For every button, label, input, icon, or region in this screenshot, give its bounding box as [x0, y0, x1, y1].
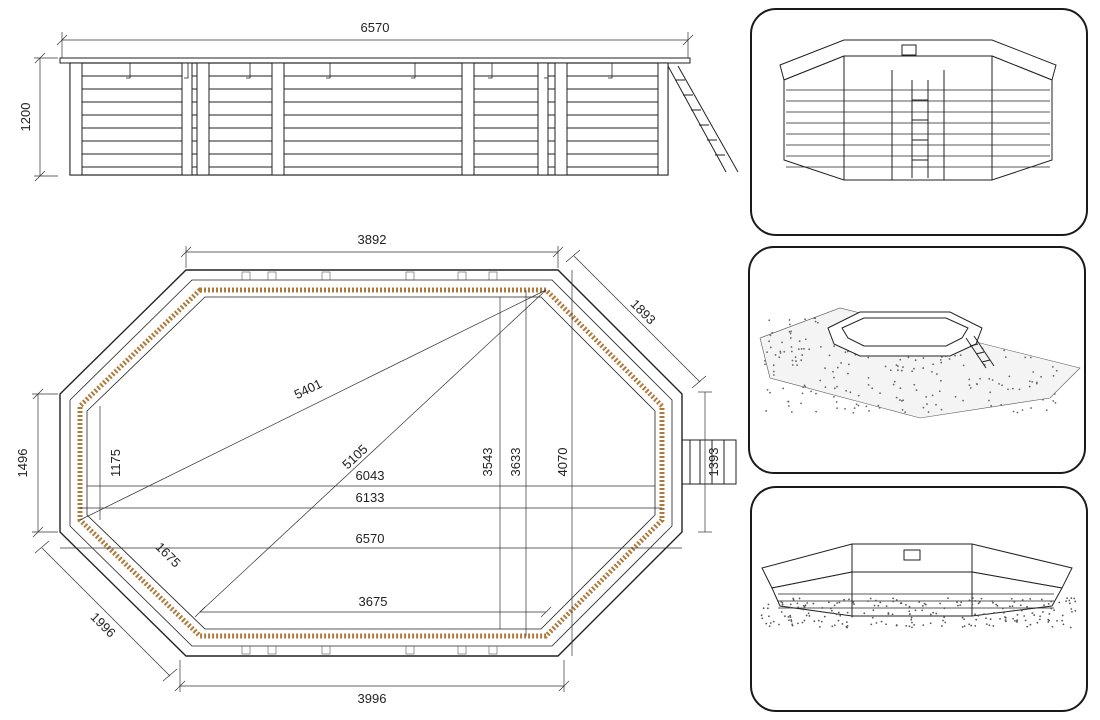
liner-band	[77, 287, 665, 639]
outer-width-label: 6570	[356, 531, 385, 546]
perspective-panel-3	[750, 486, 1088, 712]
perspective-panel-1	[750, 8, 1088, 236]
diag-long-label: 5401	[292, 376, 325, 402]
inner-bottom-label: 3675	[359, 594, 388, 609]
side-ladder	[667, 65, 739, 173]
side-height-label: 1496	[15, 449, 30, 478]
inner-width-1-label: 6043	[356, 468, 385, 483]
height-outer-label: 4070	[555, 448, 570, 477]
height-mid-label: 3633	[508, 448, 523, 477]
height-inner-label: 3543	[480, 448, 495, 477]
outer-bottom-label: 3996	[358, 691, 387, 706]
lower-diag-label: 1675	[153, 539, 184, 570]
outer-octagon	[59, 269, 683, 657]
ladder-width-label: 1393	[706, 448, 721, 477]
inner-width-2-label: 6133	[356, 490, 385, 505]
length-dimension-label: 6570	[361, 20, 390, 35]
side-elevation: 6570 1200	[18, 20, 739, 182]
pool-top-perspective	[760, 543, 1077, 629]
inner-side-label: 1175	[108, 449, 123, 477]
lower-outer-diag-label: 1996	[88, 609, 119, 640]
pool-front-perspective	[779, 39, 1057, 181]
diagonal-edge-label: 1893	[628, 296, 659, 327]
plan-ladder	[681, 391, 737, 533]
pool-inground-perspective	[759, 307, 1081, 419]
plan-view: 3892 1893 5401 5105 6043 6133 6570 3675 …	[15, 232, 737, 706]
top-edge-label: 3892	[358, 232, 387, 247]
height-dimension-label: 1200	[18, 103, 33, 132]
perspective-panel-2	[748, 246, 1086, 474]
